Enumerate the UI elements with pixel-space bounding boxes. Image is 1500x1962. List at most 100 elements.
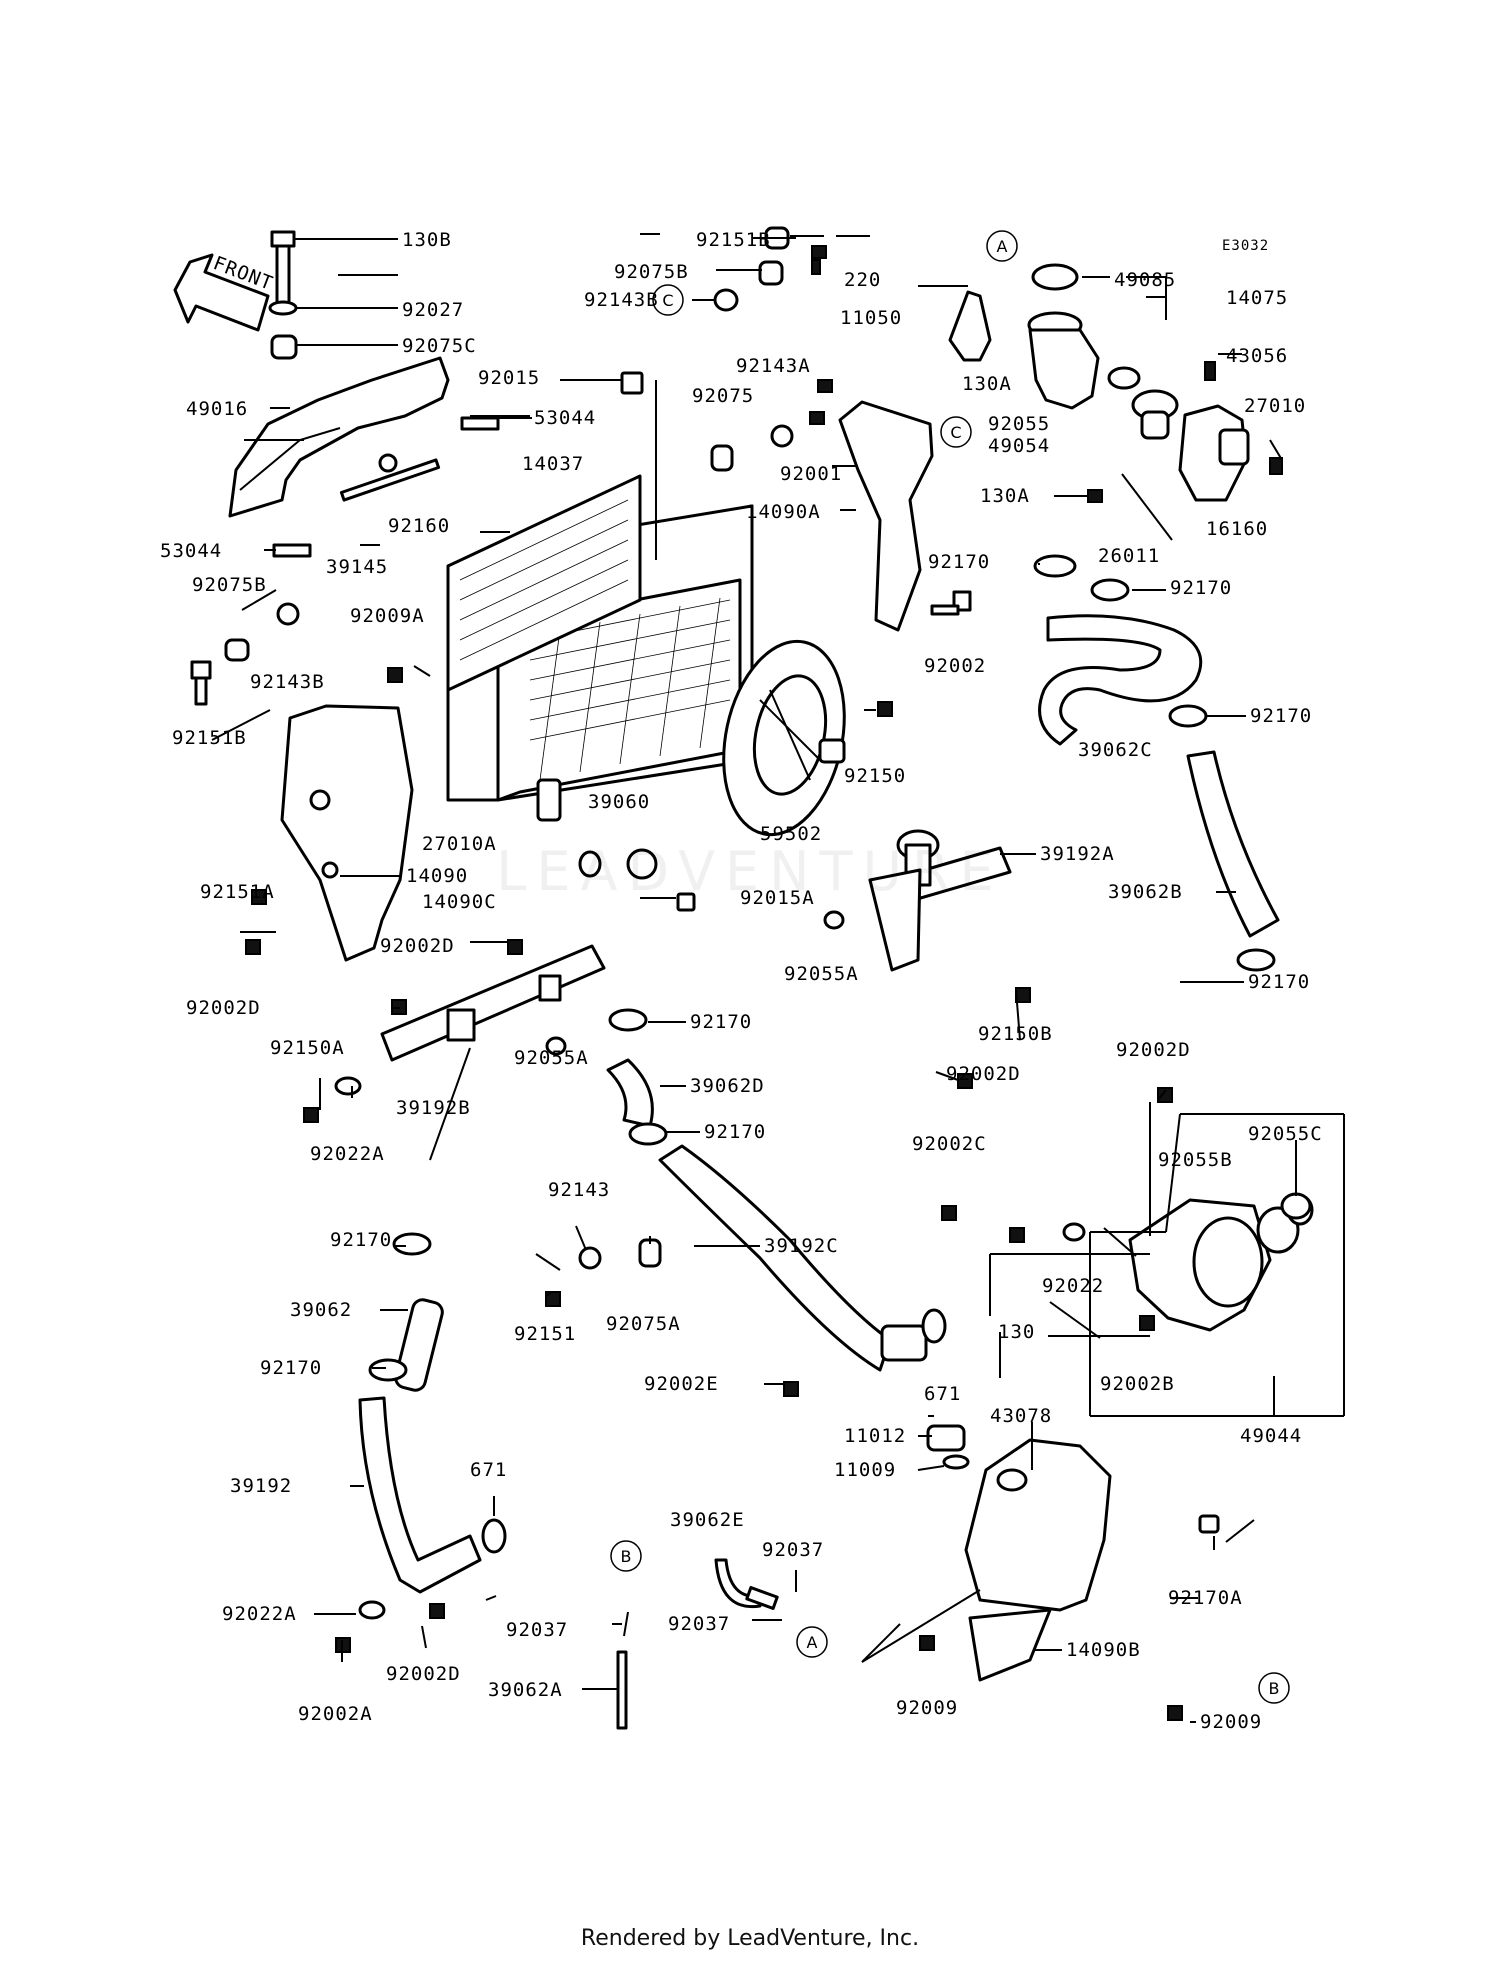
label-220: 220 bbox=[844, 269, 881, 291]
label-43056: 43056 bbox=[1226, 345, 1288, 367]
reference-circle-a-bottom: A bbox=[796, 1626, 828, 1658]
svg-text:B: B bbox=[1269, 1679, 1280, 1698]
label-43078: 43078 bbox=[990, 1405, 1052, 1427]
label-92009a: 92009A bbox=[350, 605, 425, 627]
reference-circle-c-top: C bbox=[652, 284, 684, 316]
label-92002d-a: 92002D bbox=[380, 935, 455, 957]
label-92001: 92001 bbox=[780, 463, 842, 485]
leader-lines bbox=[211, 233, 1345, 1723]
bolt-130b-shape bbox=[270, 230, 398, 310]
label-92170-a: 92170 bbox=[928, 551, 990, 573]
label-92150: 92150 bbox=[844, 765, 906, 787]
pipe-39192a-shape bbox=[868, 829, 1012, 972]
label-11009: 11009 bbox=[834, 1459, 896, 1481]
label-92143b-top: 92143B bbox=[584, 289, 659, 311]
gasket-11009 bbox=[942, 1454, 970, 1470]
pipe-39192 bbox=[358, 1396, 482, 1594]
label-53044-b: 53044 bbox=[160, 540, 222, 562]
label-92151: 92151 bbox=[514, 1323, 576, 1345]
label-92002d-d: 92002D bbox=[1116, 1039, 1191, 1061]
label-92170-g: 92170 bbox=[330, 1229, 392, 1251]
label-92037-a: 92037 bbox=[762, 1539, 824, 1561]
label-671-b: 671 bbox=[470, 1459, 507, 1481]
label-92170a: 92170A bbox=[1168, 1587, 1243, 1609]
label-39145: 39145 bbox=[326, 556, 388, 578]
grommet-icons bbox=[334, 226, 1086, 1620]
label-39062b: 39062B bbox=[1108, 881, 1183, 903]
pipe-39192c-end bbox=[880, 1324, 928, 1362]
o-ring-92055 bbox=[1107, 366, 1141, 390]
label-14090b: 14090B bbox=[1066, 1639, 1141, 1661]
o-ring-671-upper bbox=[921, 1308, 947, 1344]
strip-39145 bbox=[339, 458, 441, 502]
label-130a-mid: 130A bbox=[980, 485, 1030, 507]
strip-53044-lower bbox=[272, 543, 312, 558]
label-39060: 39060 bbox=[588, 791, 650, 813]
svg-text:B: B bbox=[621, 1547, 632, 1566]
label-11012: 11012 bbox=[844, 1425, 906, 1447]
hose-39062e bbox=[714, 1558, 762, 1609]
label-92055: 92055 bbox=[988, 413, 1050, 435]
label-14090a: 14090A bbox=[746, 501, 821, 523]
hose-39062d bbox=[606, 1058, 654, 1128]
label-92002: 92002 bbox=[924, 655, 986, 677]
label-92151b-left: 92151B bbox=[172, 727, 247, 749]
hose-39062a bbox=[616, 1650, 628, 1730]
label-92075c: 92075C bbox=[402, 335, 477, 357]
label-92002d-e: 92002D bbox=[386, 1663, 461, 1685]
label-130b: 130B bbox=[402, 229, 452, 251]
hose-39062 bbox=[394, 1298, 444, 1392]
label-92002c: 92002C bbox=[912, 1133, 987, 1155]
label-39192a: 39192A bbox=[1040, 843, 1115, 865]
label-92037-c: 92037 bbox=[668, 1613, 730, 1635]
thermostat-49054-shape bbox=[1131, 389, 1179, 440]
label-92022a-a: 92022A bbox=[310, 1143, 385, 1165]
shroud-49016-shape bbox=[228, 356, 450, 518]
bolt-92151b-left bbox=[190, 660, 212, 706]
shroud-14090-shape bbox=[280, 704, 414, 962]
label-39062e: 39062E bbox=[670, 1509, 745, 1531]
label-92037-b: 92037 bbox=[506, 1619, 568, 1641]
label-11050: 11050 bbox=[840, 307, 902, 329]
water-pump-49044-shape bbox=[1128, 1194, 1314, 1332]
cap-11012 bbox=[926, 1424, 966, 1452]
label-39062: 39062 bbox=[290, 1299, 352, 1321]
label-92075a: 92075A bbox=[606, 1313, 681, 1335]
cover-14090b bbox=[968, 1608, 1052, 1682]
pipe-39192b-shape bbox=[380, 944, 606, 1062]
shroud-14090a-shape bbox=[838, 400, 934, 632]
label-92002e: 92002E bbox=[644, 1373, 719, 1395]
label-49054: 49054 bbox=[988, 435, 1050, 457]
label-92015: 92015 bbox=[478, 367, 540, 389]
label-27010: 27010 bbox=[1244, 395, 1306, 417]
label-49044: 49044 bbox=[1240, 1425, 1302, 1447]
reserve-tank-43078-shape bbox=[964, 1438, 1112, 1612]
label-92170-c: 92170 bbox=[1250, 705, 1312, 727]
label-92055b: 92055B bbox=[1158, 1149, 1233, 1171]
svg-text:C: C bbox=[950, 423, 961, 442]
label-92170-b: 92170 bbox=[1170, 577, 1232, 599]
label-92075b-top: 92075B bbox=[614, 261, 689, 283]
label-92002b: 92002B bbox=[1100, 1373, 1175, 1395]
sensor-27010 bbox=[1269, 457, 1283, 475]
pipe-39192c bbox=[658, 1144, 892, 1372]
grill-14037-shape bbox=[446, 474, 642, 692]
label-39062d: 39062D bbox=[690, 1075, 765, 1097]
label-92022a-b: 92022A bbox=[222, 1603, 297, 1625]
label-92170-e: 92170 bbox=[704, 1121, 766, 1143]
label-92055c: 92055C bbox=[1248, 1123, 1323, 1145]
housing-16160-shape bbox=[1178, 404, 1250, 502]
label-27010a: 27010A bbox=[422, 833, 497, 855]
grommet-92075b-left bbox=[224, 638, 250, 662]
label-92015a: 92015A bbox=[740, 887, 815, 909]
label-92009-a: 92009 bbox=[896, 1697, 958, 1719]
reference-circle-b-left: B bbox=[610, 1540, 642, 1572]
svg-text:C: C bbox=[662, 291, 673, 310]
svg-text:A: A bbox=[807, 1633, 818, 1652]
hose-39062b bbox=[1186, 750, 1280, 938]
label-14075: 14075 bbox=[1226, 287, 1288, 309]
label-39192b: 39192B bbox=[396, 1097, 471, 1119]
footer-credit: Rendered by LeadVenture, Inc. bbox=[580, 1926, 920, 1951]
label-671-a: 671 bbox=[924, 1383, 961, 1405]
